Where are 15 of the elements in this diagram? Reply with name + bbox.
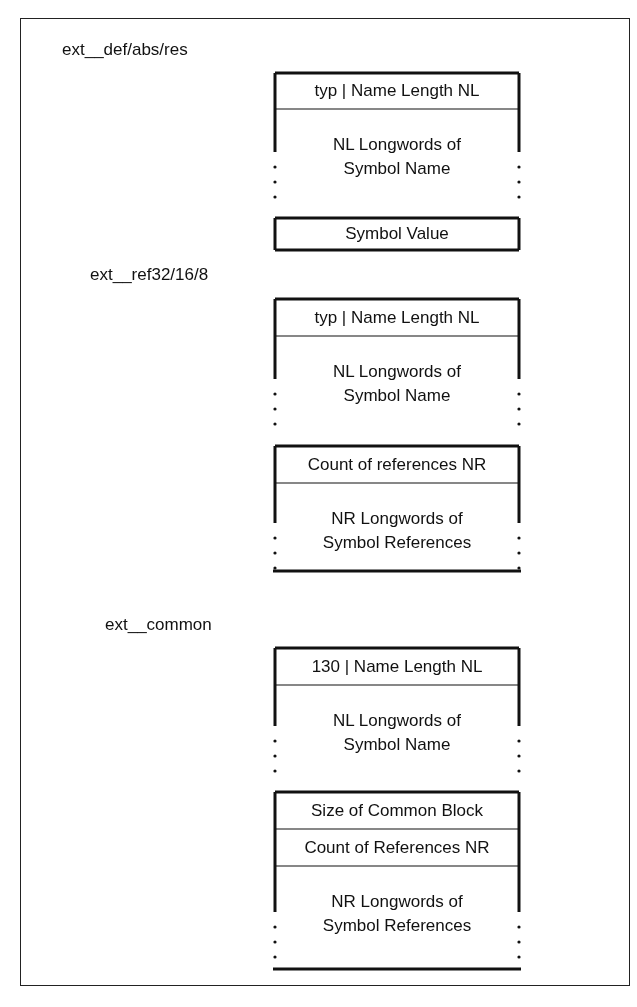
variable-length-field: NL Longwords of Symbol Name xyxy=(275,336,519,432)
record-field: Symbol Value xyxy=(275,218,519,250)
variable-length-field: NL Longwords of Symbol Name xyxy=(275,685,519,777)
record-field: Count of references NR xyxy=(275,446,519,483)
record-field: typ | Name Length NL xyxy=(275,73,519,109)
record-field: typ | Name Length NL xyxy=(275,299,519,336)
record-type-heading: ext__ref32/16/8 xyxy=(90,265,209,285)
variable-length-field: NR Longwords of Symbol References xyxy=(275,866,519,969)
record-field: Size of Common Block xyxy=(275,792,519,829)
record-field: Count of References NR xyxy=(275,829,519,866)
record-type-heading: ext__common xyxy=(105,615,212,635)
variable-length-field: NL Longwords of Symbol Name xyxy=(275,109,519,205)
variable-length-field: NR Longwords of Symbol References xyxy=(275,483,519,571)
record-field: 130 | Name Length NL xyxy=(275,648,519,685)
record-type-heading: ext__def/abs/res xyxy=(62,40,188,60)
